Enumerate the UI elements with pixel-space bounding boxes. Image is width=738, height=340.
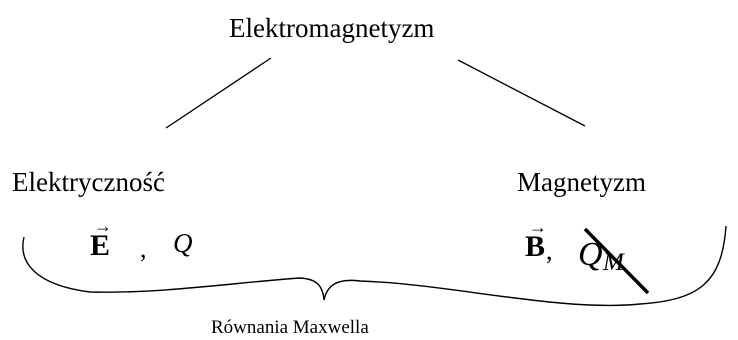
electric-field-symbol: E <box>90 229 111 262</box>
magnetic-charge-symbol: Q M <box>578 236 624 276</box>
magnetic-field-symbol: B <box>525 230 546 263</box>
maxwell-brace <box>22 225 727 307</box>
root-node-label: Elektromagnetyzm <box>229 13 435 43</box>
electric-field-vector: → E <box>90 217 112 262</box>
vector-arrow-icon: → <box>529 217 547 237</box>
connector-left <box>165 57 272 129</box>
maxwell-equations-label: Równania Maxwella <box>211 317 369 338</box>
electric-charge-symbol: Q <box>173 228 193 258</box>
magnetism-label: Magnetyzm <box>517 167 646 197</box>
connector-right <box>457 59 586 127</box>
strike-through-line <box>583 227 650 295</box>
magnetic-field-vector: → B <box>525 218 547 263</box>
magnetic-charge-subscript: M <box>603 249 624 276</box>
electric-separator: , <box>140 234 147 263</box>
magnetic-charge-letter: Q <box>578 236 603 273</box>
magnetic-separator: , <box>546 236 553 265</box>
electricity-label: Elektryczność <box>12 167 165 197</box>
vector-arrow-icon: → <box>94 216 112 236</box>
